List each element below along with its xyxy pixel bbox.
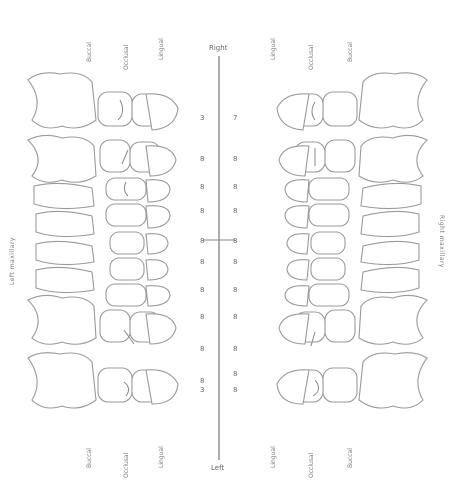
left-number-8: 8 (200, 313, 204, 321)
left-number-4: 8 (200, 207, 204, 215)
right-number-9: 8 (233, 345, 237, 353)
top-label-1: Buccal (86, 42, 93, 62)
top-label-2: Occlusal (123, 44, 130, 70)
right-number-8: 8 (233, 313, 237, 321)
bottom-label-3: Lingual (158, 446, 165, 468)
right-numbers: 7 8 8 8 8 8 8 8 8 8 8 (233, 114, 237, 394)
bottom-label-2: Occlusal (123, 452, 130, 478)
left-number-6: 8 (200, 258, 204, 266)
top-label-6: Buccal (347, 42, 354, 62)
top-label-4: Lingual (270, 38, 277, 60)
midline-bottom-label: Left (211, 464, 224, 472)
midline-top-label: Right (209, 44, 228, 52)
top-label-5: Occlusal (308, 44, 315, 70)
right-number-1: 7 (233, 114, 237, 122)
left-number-9: 8 (200, 345, 204, 353)
right-number-6: 8 (233, 258, 237, 266)
left-number-2: 8 (200, 155, 204, 163)
left-side-label: Left maxillary (9, 237, 16, 285)
bottom-labels: Buccal Occlusal Lingual Lingual Occlusal… (86, 446, 354, 478)
bottom-label-5: Occlusal (308, 452, 315, 478)
right-number-2: 8 (233, 155, 237, 163)
top-label-3: Lingual (158, 38, 165, 60)
left-lingual-teeth (146, 94, 178, 404)
right-number-11: 8 (233, 386, 237, 394)
right-side-label: Right maxillary (438, 215, 445, 268)
left-number-3: 8 (200, 183, 204, 191)
right-teeth (277, 73, 427, 408)
right-number-3: 8 (233, 183, 237, 191)
left-number-7: 8 (200, 286, 204, 294)
left-numbers: 3 8 8 8 8 8 8 8 8 8 3 (200, 114, 204, 394)
left-number-5: 8 (200, 237, 204, 245)
right-number-4: 8 (233, 207, 237, 215)
right-number-10: 8 (233, 370, 237, 378)
right-buccal-teeth (359, 73, 427, 408)
bottom-label-1: Buccal (86, 448, 93, 468)
left-number-10: 8 (200, 377, 204, 385)
right-lingual-teeth (277, 94, 309, 404)
bottom-label-4: Lingual (270, 446, 277, 468)
left-number-11: 3 (200, 386, 204, 394)
top-labels: Buccal Occlusal Lingual Lingual Occlusal… (86, 38, 354, 70)
left-buccal-teeth (28, 73, 96, 408)
right-number-5: 8 (233, 237, 237, 245)
left-number-1: 3 (200, 114, 204, 122)
right-number-7: 8 (233, 286, 237, 294)
bottom-label-6: Buccal (347, 448, 354, 468)
